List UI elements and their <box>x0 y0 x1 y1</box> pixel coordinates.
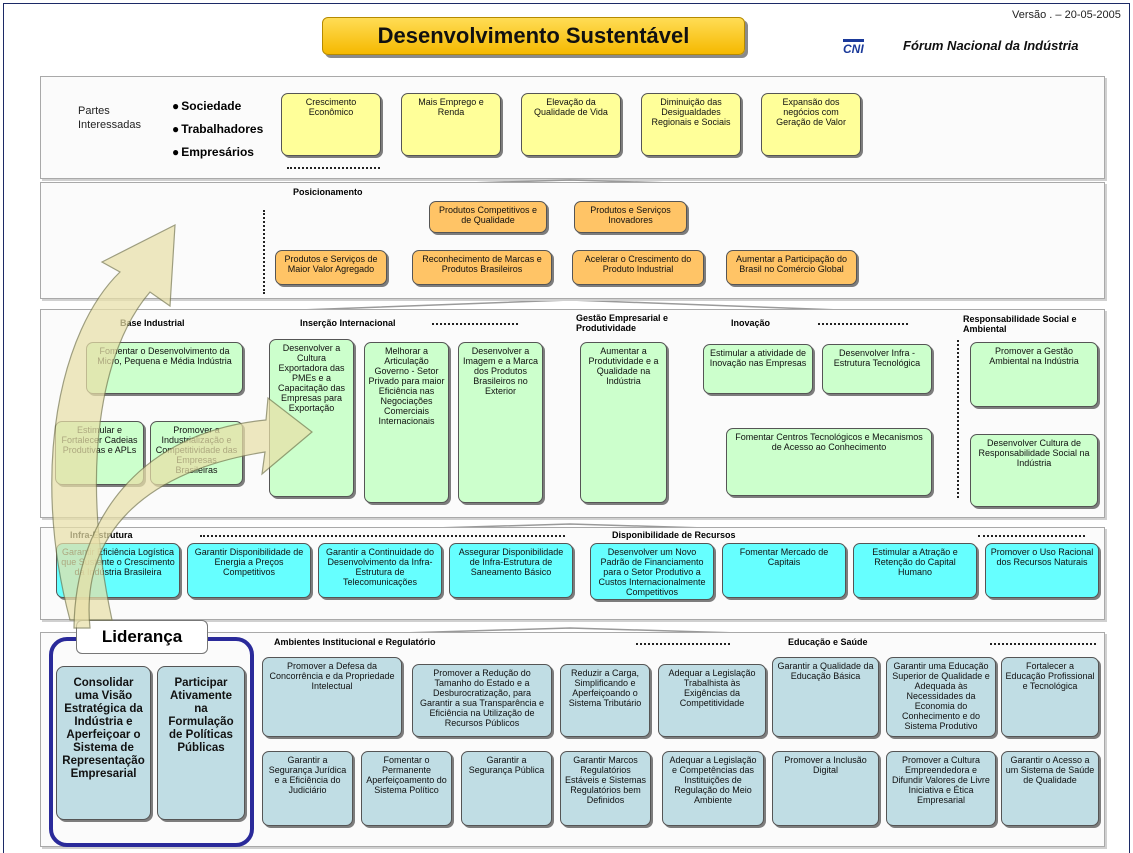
dotted-connector <box>287 167 380 169</box>
institutional-box: Adequar a Legislação Trabalhista às Exig… <box>658 664 766 737</box>
strategy-section <box>40 309 1105 518</box>
institutional-box: Reduzir a Carga, Simplificando e Aperfei… <box>560 664 650 737</box>
bullet-icon: ● <box>172 145 180 159</box>
dotted-connector <box>818 323 908 325</box>
stakeholder-trabalhadores: ●Trabalhadores <box>172 122 264 136</box>
stakeholders-label: Partes Interessadas <box>78 105 141 131</box>
education-box: Promover a Inclusão Digital <box>772 751 879 826</box>
dotted-connector <box>636 643 730 645</box>
positioning-box: Reconhecimento de Marcas e Produtos Bras… <box>412 250 552 285</box>
goal-box: Expansão dos negócios com Geração de Val… <box>761 93 861 156</box>
stakeholder-sociedade: ●Sociedade <box>172 99 242 113</box>
header-infra: Infra-Estrutura <box>70 530 133 540</box>
header-educacao: Educação e Saúde <box>788 637 868 647</box>
strategy-box: Estimular e Fortalecer Cadeias Produtiva… <box>55 421 144 485</box>
resource-box: Estimular a Atração e Retenção do Capita… <box>853 543 977 598</box>
header-base-industrial: Base Industrial <box>120 318 185 328</box>
lideranca-label: Liderança <box>76 620 208 654</box>
institutional-box: Garantir Marcos Regulatórios Estáveis e … <box>560 751 651 826</box>
education-box: Promover a Cultura Empreendedora e Difun… <box>886 751 996 826</box>
strategy-box: Fomentar o Desenvolvimento da Micro, Peq… <box>86 342 243 394</box>
institutional-box: Adequar a Legislação e Competências das … <box>662 751 764 826</box>
institutional-box: Promover a Defesa da Concorrência e da P… <box>262 657 402 737</box>
strategy-box: Desenvolver a Cultura Exportadora das PM… <box>269 339 354 497</box>
positioning-box: Aumentar a Participação do Brasil no Com… <box>726 250 857 285</box>
header-gestao: Gestão Empresarial e Produtividade <box>576 313 669 333</box>
header-insercao: Inserção Internacional <box>300 318 396 328</box>
positioning-box: Acelerar o Crescimento do Produto Indust… <box>572 250 704 285</box>
resource-box: Garantir Disponibilidade de Energia a Pr… <box>187 543 311 598</box>
stakeholder-empresarios: ●Empresários <box>172 145 254 159</box>
strategy-box: Estimular a atividade de Inovação nas Em… <box>703 344 813 394</box>
frame-right-line <box>1129 3 1130 853</box>
positioning-box: Produtos Competitivos e de Qualidade <box>429 201 547 233</box>
dotted-connector <box>978 535 1085 537</box>
education-box: Garantir uma Educação Superior de Qualid… <box>886 657 996 737</box>
strategy-box: Desenvolver Cultura de Responsabilidade … <box>970 434 1098 507</box>
page-title: Desenvolvimento Sustentável <box>322 17 745 55</box>
frame-left-line <box>3 3 4 853</box>
frame-top-line <box>3 3 1130 4</box>
dotted-connector <box>432 323 518 325</box>
cni-logo: CNI <box>843 39 864 55</box>
strategy-box: Desenvolver Infra - Estrutura Tecnológic… <box>822 344 932 394</box>
resource-box: Fomentar Mercado de Capitais <box>722 543 846 598</box>
resource-box: Desenvolver um Novo Padrão de Financiame… <box>590 543 714 600</box>
institutional-box: Garantir a Segurança Pública <box>461 751 552 826</box>
goal-box: Mais Emprego e Renda <box>401 93 501 156</box>
strategy-box: Melhorar a Articulação Governo - Setor P… <box>364 342 449 503</box>
header-ambientes: Ambientes Institucional e Regulatório <box>274 637 436 647</box>
forum-name: Fórum Nacional da Indústria <box>903 38 1079 53</box>
header-inovacao: Inovação <box>731 318 771 328</box>
positioning-box: Produtos e Serviços Inovadores <box>574 201 687 233</box>
strategy-box: Desenvolver a Imagem e a Marca dos Produ… <box>458 342 543 503</box>
goal-box: Diminuição das Desigualdades Regionais e… <box>641 93 741 156</box>
lideranca-box: Consolidar uma Visão Estratégica da Indú… <box>56 666 151 820</box>
strategy-box: Promover a Gestão Ambiental na Indústria <box>970 342 1098 407</box>
bullet-icon: ● <box>172 99 180 113</box>
strategy-box: Aumentar a Produtividade e a Qualidade n… <box>580 342 667 503</box>
institutional-box: Garantir a Segurança Jurídica e a Eficiê… <box>262 751 353 826</box>
dotted-bracket <box>263 210 265 294</box>
education-box: Garantir a Qualidade da Educação Básica <box>772 657 879 737</box>
institutional-box: Fomentar o Permanente Aperfeiçoamento do… <box>361 751 452 826</box>
strategy-box: Promover a Industrialização e Competitiv… <box>150 421 243 485</box>
positioning-box: Produtos e Serviços de Maior Valor Agreg… <box>275 250 387 285</box>
goal-box: Elevação da Qualidade de Vida <box>521 93 621 156</box>
education-box: Garantir o Acesso a um Sistema de Saúde … <box>1001 751 1099 826</box>
resource-box: Garantir a Continuidade do Desenvolvimen… <box>318 543 442 598</box>
resource-box: Garantir Eficiência Logística que Susten… <box>56 543 180 598</box>
resource-box: Assegurar Disponibilidade de Infra-Estru… <box>449 543 573 598</box>
dotted-bracket <box>957 340 959 498</box>
version-label: Versão . – 20-05-2005 <box>1012 9 1121 21</box>
dotted-connector <box>200 535 565 537</box>
goal-box: Crescimento Econômico <box>281 93 381 156</box>
header-responsabilidade: Responsabilidade Social e Ambiental <box>963 314 1077 334</box>
education-box: Fortalecer a Educação Profissional e Tec… <box>1001 657 1099 737</box>
positioning-title: Posicionamento <box>293 187 363 197</box>
lideranca-box: Participar Ativamente na Formulação de P… <box>157 666 245 820</box>
bullet-icon: ● <box>172 122 180 136</box>
header-disponibilidade: Disponibilidade de Recursos <box>612 530 736 540</box>
institutional-box: Promover a Redução do Tamanho do Estado … <box>412 664 552 737</box>
strategy-box: Fomentar Centros Tecnológicos e Mecanism… <box>726 428 932 496</box>
dotted-connector <box>990 643 1096 645</box>
resource-box: Promover o Uso Racional dos Recursos Nat… <box>985 543 1099 598</box>
